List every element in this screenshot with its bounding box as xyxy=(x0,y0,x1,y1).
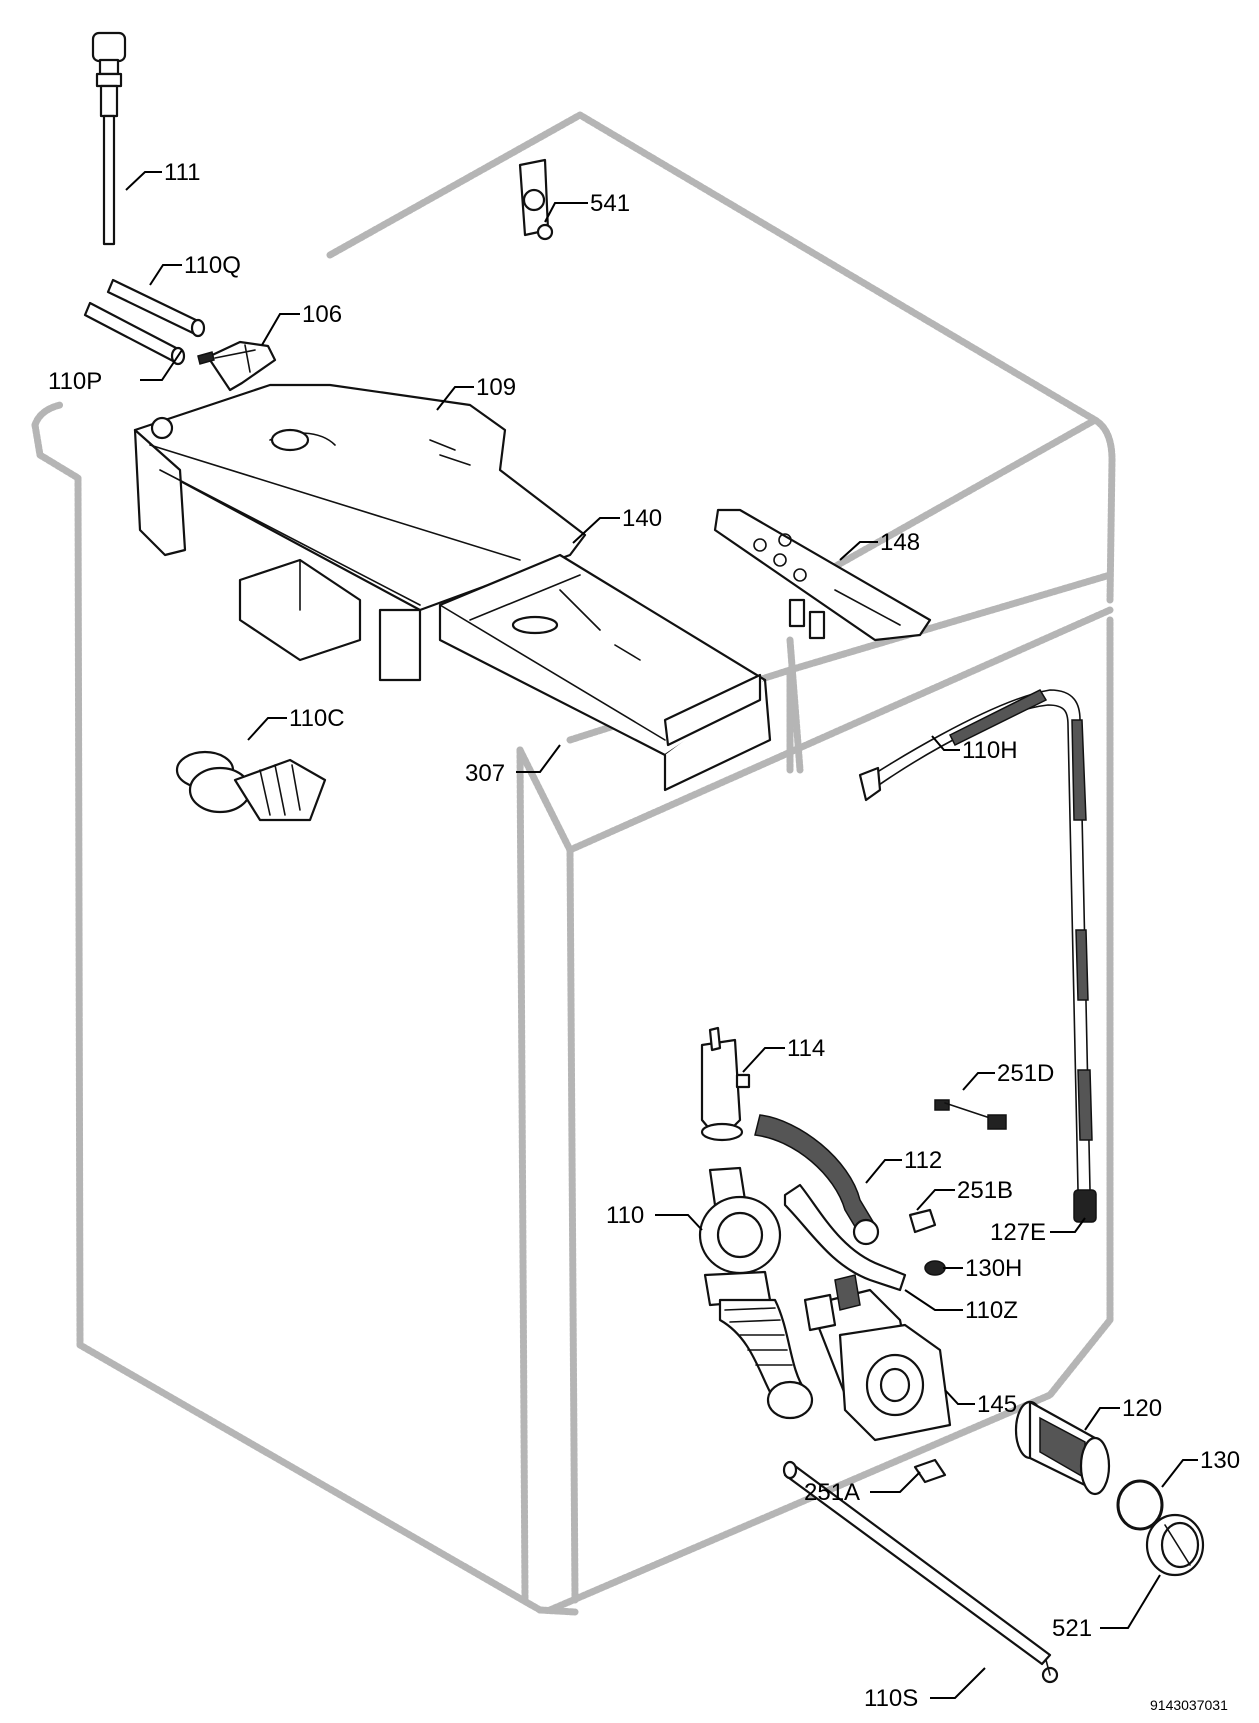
label-251A: 251A xyxy=(804,1479,860,1506)
dispenser-housing-109 xyxy=(133,383,587,682)
label-114: 114 xyxy=(787,1035,825,1062)
hose-110Z xyxy=(783,1183,907,1292)
bellows-110C xyxy=(175,750,327,822)
dispenser-drawer-140 xyxy=(438,553,772,792)
leader-lines xyxy=(125,171,1198,1699)
o-ring-130 xyxy=(1116,1479,1164,1531)
connector-251D xyxy=(934,1099,1007,1130)
label-110P: 110P xyxy=(48,368,102,395)
label-106: 106 xyxy=(302,301,342,328)
label-110S: 110S xyxy=(864,1685,918,1712)
ring-130H xyxy=(924,1260,946,1276)
label-112: 112 xyxy=(904,1147,942,1174)
valve-106 xyxy=(197,340,277,392)
pressure-chamber-114 xyxy=(700,1026,751,1142)
label-130: 130 xyxy=(1200,1447,1240,1474)
clip-541 xyxy=(518,158,554,241)
label-110Q: 110Q xyxy=(184,252,241,279)
filter-120 xyxy=(1014,1400,1111,1496)
label-541: 541 xyxy=(590,190,630,217)
corrugated-hose-112 xyxy=(754,1114,880,1246)
label-111: 111 xyxy=(164,159,200,186)
filter-cap-521 xyxy=(1145,1513,1205,1577)
label-521: 521 xyxy=(1052,1615,1092,1642)
label-130H: 130H xyxy=(965,1255,1022,1282)
label-110C: 110C xyxy=(289,705,345,732)
drain-tube-110S xyxy=(782,1460,1059,1684)
label-148: 148 xyxy=(880,529,920,556)
label-251D: 251D xyxy=(997,1060,1054,1087)
drawer-handle-148 xyxy=(713,508,932,642)
drain-hose-110H xyxy=(858,689,1093,1191)
label-109: 109 xyxy=(476,374,516,401)
label-120: 120 xyxy=(1122,1395,1162,1422)
sump-hose-110 xyxy=(698,1166,814,1420)
label-145: 145 xyxy=(977,1391,1017,1418)
label-127E: 127E xyxy=(990,1219,1046,1246)
label-110Z: 110Z xyxy=(965,1297,1018,1324)
label-251B: 251B xyxy=(957,1177,1013,1204)
connector-251B xyxy=(908,1208,937,1234)
label-140: 140 xyxy=(622,505,662,532)
label-110: 110 xyxy=(606,1202,644,1229)
document-number: 9143037031 xyxy=(1150,1697,1228,1713)
part-labels: 111 541 110Q 106 110P 109 140 148 110C 3… xyxy=(48,159,1240,1713)
tubes-110Q-110P xyxy=(83,278,206,366)
connector-251A xyxy=(913,1458,947,1484)
inlet-hose-111 xyxy=(91,31,127,246)
hose-end-127E xyxy=(1073,1189,1097,1223)
label-307: 307 xyxy=(465,760,505,787)
cabinet-outline xyxy=(31,111,1116,1616)
label-110H: 110H xyxy=(962,737,1018,764)
pump-145 xyxy=(803,1274,952,1442)
